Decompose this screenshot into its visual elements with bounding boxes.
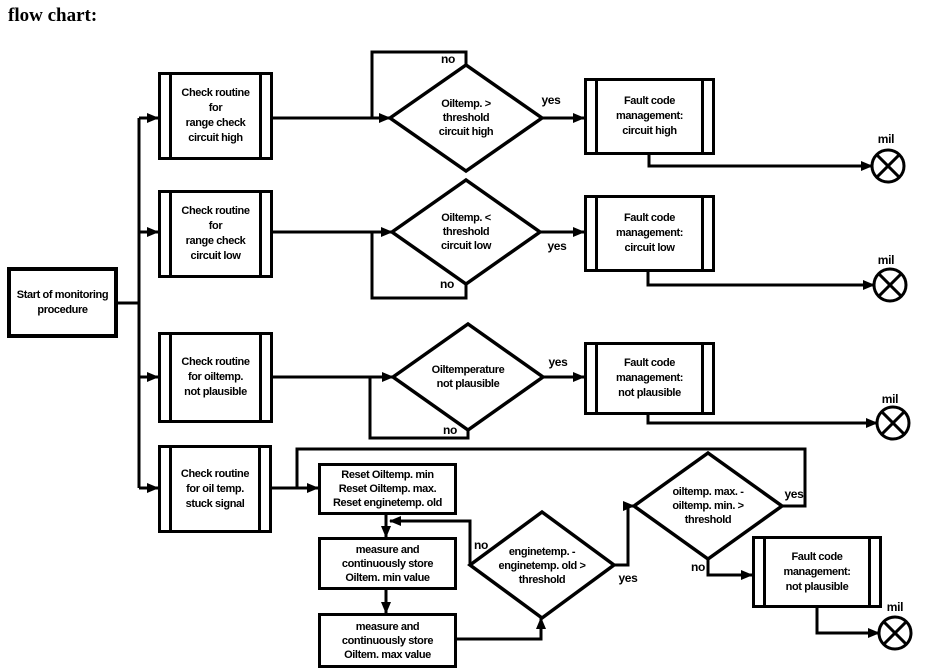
edge-fault-high-to-mil [647, 155, 873, 171]
edge-fault-stuck-to-mil [815, 608, 880, 638]
yes-label-not-plausible: yes [548, 355, 568, 369]
fault-code-circuit-high-box: Fault code management: circuit high [584, 78, 715, 155]
decision-enginetemp-label: enginetemp. - enginetemp. old > threshol… [498, 546, 586, 586]
no-label-circuit-high: no [440, 52, 456, 66]
fault-code-stuck-signal-box: Fault code management: not plausible [752, 536, 882, 608]
edge-fault-low-to-mil [646, 272, 875, 290]
decision-not-plausible-shape [389, 321, 547, 433]
no-label-oiltemp-minmax: no [690, 560, 706, 574]
measure-max-box: measure and continuously store Oiltem. m… [318, 613, 457, 668]
yes-label-circuit-high: yes [541, 93, 561, 107]
decision-not-plausible-label: Oiltemperature not plausible [431, 364, 505, 390]
edge-decision-plausible-no-loop [368, 377, 470, 440]
edge-measure-max-to-decision-enginetemp [457, 617, 546, 641]
edge-decision-enginetemp-yes [614, 501, 635, 567]
yes-label-oiltemp-minmax: yes [784, 487, 804, 501]
edge-decision-minmax-no [706, 559, 753, 580]
check-routine-stuck-signal-box: Check routine for oil temp. stuck signal [158, 445, 272, 533]
decision-oiltemp-minmax-label: oiltemp. max. - oiltemp. min. > threshol… [672, 486, 744, 526]
start-node: Start of monitoring procedure [7, 267, 118, 338]
measure-min-box: measure and continuously store Oiltem. m… [318, 537, 457, 590]
mil-label-not-plausible: mil [881, 392, 899, 406]
no-label-circuit-low: no [439, 277, 455, 291]
mil-label-stuck-signal: mil [886, 600, 904, 614]
edge-decision-enginetemp-no-loop [389, 516, 472, 565]
check-routine-not-plausible-box: Check routine for oiltemp. not plausible [158, 332, 273, 423]
edge-decision-minmax-yes-loop [295, 447, 807, 508]
edge-decision-low-no-loop [370, 232, 468, 300]
check-routine-circuit-high-box: Check routine for range check circuit hi… [158, 72, 273, 160]
reset-values-box: Reset Oiltemp. min Reset Oiltemp. max. R… [318, 463, 457, 515]
mil-indicator-circuit-low [872, 267, 908, 303]
page-title: flow chart: [8, 5, 98, 26]
decision-enginetemp-shape [467, 509, 617, 621]
decision-circuit-low-label: Oiltemp. < threshold circuit low [441, 212, 491, 252]
yes-label-circuit-low: yes [547, 239, 567, 253]
no-label-not-plausible: no [442, 423, 458, 437]
check-routine-circuit-low-box: Check routine for range check circuit lo… [158, 190, 273, 278]
decision-oiltemp-minmax-shape [630, 450, 786, 562]
start-node-label: Start of monitoring procedure [16, 288, 109, 316]
mil-indicator-stuck-signal [877, 615, 913, 651]
edge-fault-plausible-to-mil [646, 415, 878, 428]
decision-circuit-low-shape [388, 177, 544, 287]
mil-label-circuit-high: mil [877, 132, 895, 146]
fault-code-circuit-low-box: Fault code management: circuit low [584, 195, 715, 272]
no-label-enginetemp: no [473, 538, 489, 552]
mil-label-circuit-low: mil [877, 253, 895, 267]
fault-code-not-plausible-box: Fault code management: not plausible [584, 342, 715, 415]
edge-decision-high-no-loop [370, 50, 468, 118]
mil-indicator-circuit-high [870, 148, 906, 184]
yes-label-enginetemp: yes [618, 571, 638, 585]
decision-circuit-high-label: Oiltemp. > threshold circuit high [438, 98, 494, 138]
mil-indicator-not-plausible [875, 405, 911, 441]
decision-circuit-high-shape [386, 62, 546, 174]
